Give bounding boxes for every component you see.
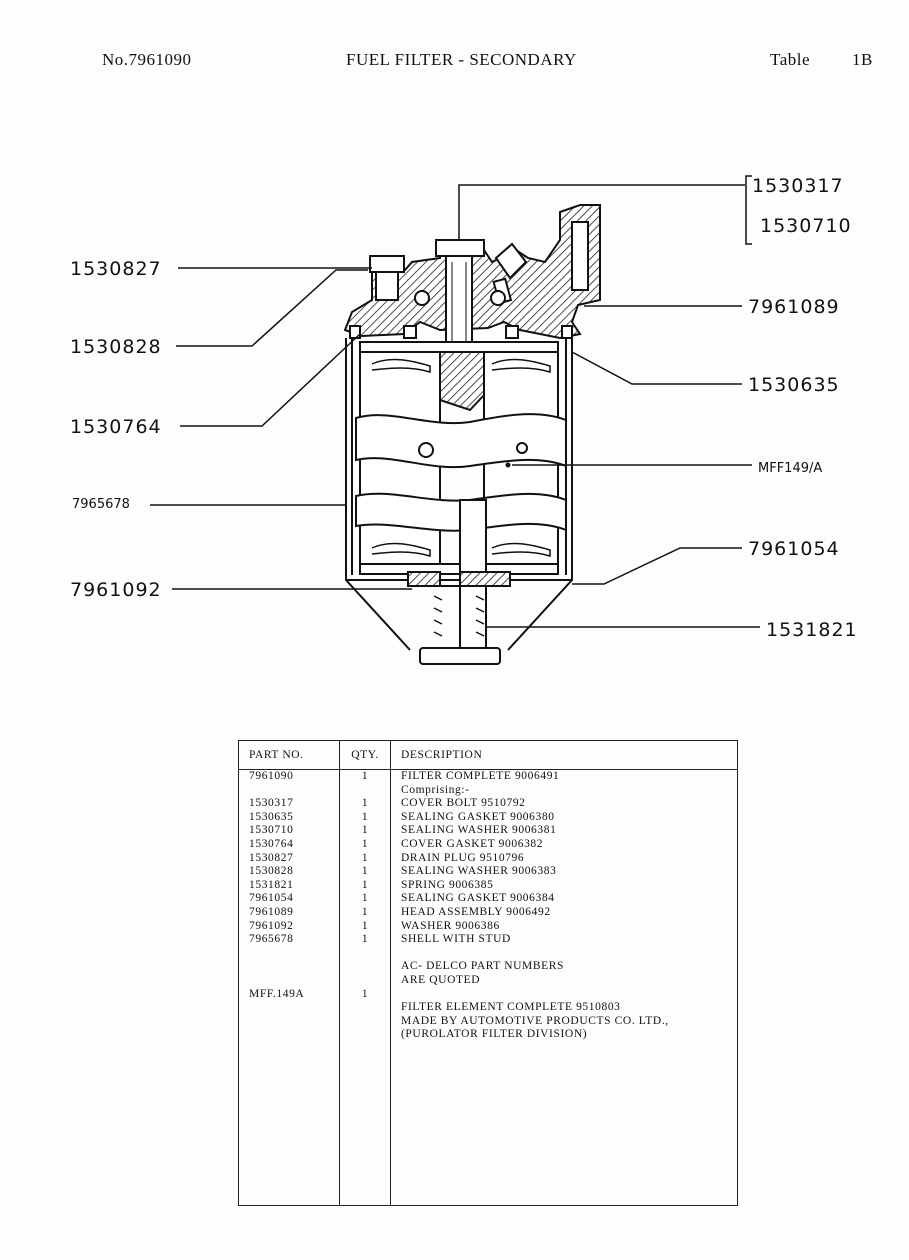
quantity-cell: 1 [361,905,369,918]
quantity-cell [350,947,380,961]
callout-1530710: 1530710 [760,215,852,237]
callout-mff149a: MFF149/A [758,461,822,476]
drain-plug [369,255,405,301]
quantity-cell: 1 [361,892,369,905]
parts-table: PART NO. QTY. DESCRIPTION 7961090 153031… [238,740,738,1206]
quantity-cell: 1 [361,824,369,837]
description-cell: COVER GASKET 9006382 [401,837,544,850]
description-cell: SEALING GASKET 9006380 [401,810,555,823]
callout-1531821: 1531821 [766,619,858,641]
quantity-cell: 1 [361,837,369,850]
callout-1530317: 1530317 [752,175,844,197]
table-number: 1B [852,50,873,69]
drain-nut [419,647,501,665]
callout-1530827: 1530827 [70,258,162,280]
part-number-cell: 1530827 [249,851,294,864]
header-qty: QTY. [339,740,391,770]
filter-element [359,341,559,575]
description-cell: COVER BOLT 9510792 [401,797,526,810]
description-cell: SEALING WASHER 9006383 [401,865,557,878]
part-number-cell: 1530635 [249,810,294,823]
leader-lines [150,175,760,628]
description-cell: SHELL WITH STUD [401,933,511,946]
quantity-cell: 1 [361,878,369,891]
part-number-cell: 1530710 [249,824,294,837]
header-description: DESCRIPTION [390,740,738,770]
part-number-cell: 7961092 [249,919,294,932]
quantity-cell: 1 [361,810,369,823]
quantity-cell: 1 [361,865,369,878]
element-marker-dot [505,462,511,468]
description-cell: DRAIN PLUG 9510796 [401,851,525,864]
part-number-cell [249,960,329,974]
description-cell: MADE BY AUTOMOTIVE PRODUCTS CO. LTD., [401,1014,669,1027]
quantity-cell: 1 [361,987,369,1000]
part-number-cell [249,947,329,961]
description-cell: SPRING 9006385 [401,878,494,891]
quantity-cell: 1 [361,851,369,864]
quantity-cell: 1 [361,770,369,782]
callout-1530764: 1530764 [70,416,162,438]
callout-7961054: 7961054 [748,538,840,560]
description-cell: SEALING WASHER 9006381 [401,824,557,837]
description-cell: FILTER ELEMENT COMPLETE 9510803 [401,1001,621,1014]
part-number-cell: 7961054 [249,892,294,905]
callout-7961092: 7961092 [70,579,162,601]
description-cell: HEAD ASSEMBLY 9006492 [401,905,551,918]
description-cell: (PUROLATOR FILTER DIVISION) [401,1028,588,1041]
table-label: Table [770,50,811,69]
head-bracket-window [571,221,589,291]
part-number-cell: 7965678 [249,933,294,946]
callout-1530635: 1530635 [748,374,840,396]
quantity-cell: 1 [361,919,369,932]
description-cell [401,947,727,961]
part-number-cell: 1530764 [249,837,294,850]
description-cell: FILTER COMPLETE 9006491 [401,770,560,782]
description-cell: Comprising:- [401,783,470,796]
page-title: FUEL FILTER - SECONDARY [346,50,577,69]
part-number-cell: 7961089 [249,905,294,918]
element-pleat-marks [371,358,551,558]
spring-coil [433,595,485,637]
quantity-cell: 1 [361,933,369,946]
part-number-cell [249,784,329,798]
table-header-row: PART NO. QTY. DESCRIPTION [238,740,738,770]
head-holes [414,290,506,306]
element-band-upper [355,413,567,469]
callout-7961089: 7961089 [748,296,840,318]
description-cell: ARE QUOTED [401,973,481,986]
part-number-cell: 1530828 [249,865,294,878]
description-cell: WASHER 9006386 [401,919,500,932]
quantity-cell [350,974,380,988]
description-cell: SEALING GASKET 9006384 [401,892,555,905]
part-number-cell: 1530317 [249,797,294,810]
quantity-cell [350,960,380,974]
part-number-cell: MFF.149A [249,987,305,1000]
part-number-cell: 7961090 [249,770,294,782]
description-cell: AC- DELCO PART NUMBERS [401,960,564,973]
document-number: No.7961090 [102,50,192,69]
callout-1530828: 1530828 [70,336,162,358]
header-part-no: PART NO. [238,740,340,770]
part-number-cell [249,974,329,988]
fuel-filter-diagram: 1530317 1530710 1530827 7961089 1530828 … [70,175,858,665]
quantity-cell [350,784,380,798]
part-number-cell: 1531821 [249,878,294,891]
quantity-cell: 1 [361,797,369,810]
callout-7965678: 7965678 [72,497,130,512]
base-washer [407,571,511,587]
head-gaskets [349,325,573,339]
description-cell [401,988,727,1002]
